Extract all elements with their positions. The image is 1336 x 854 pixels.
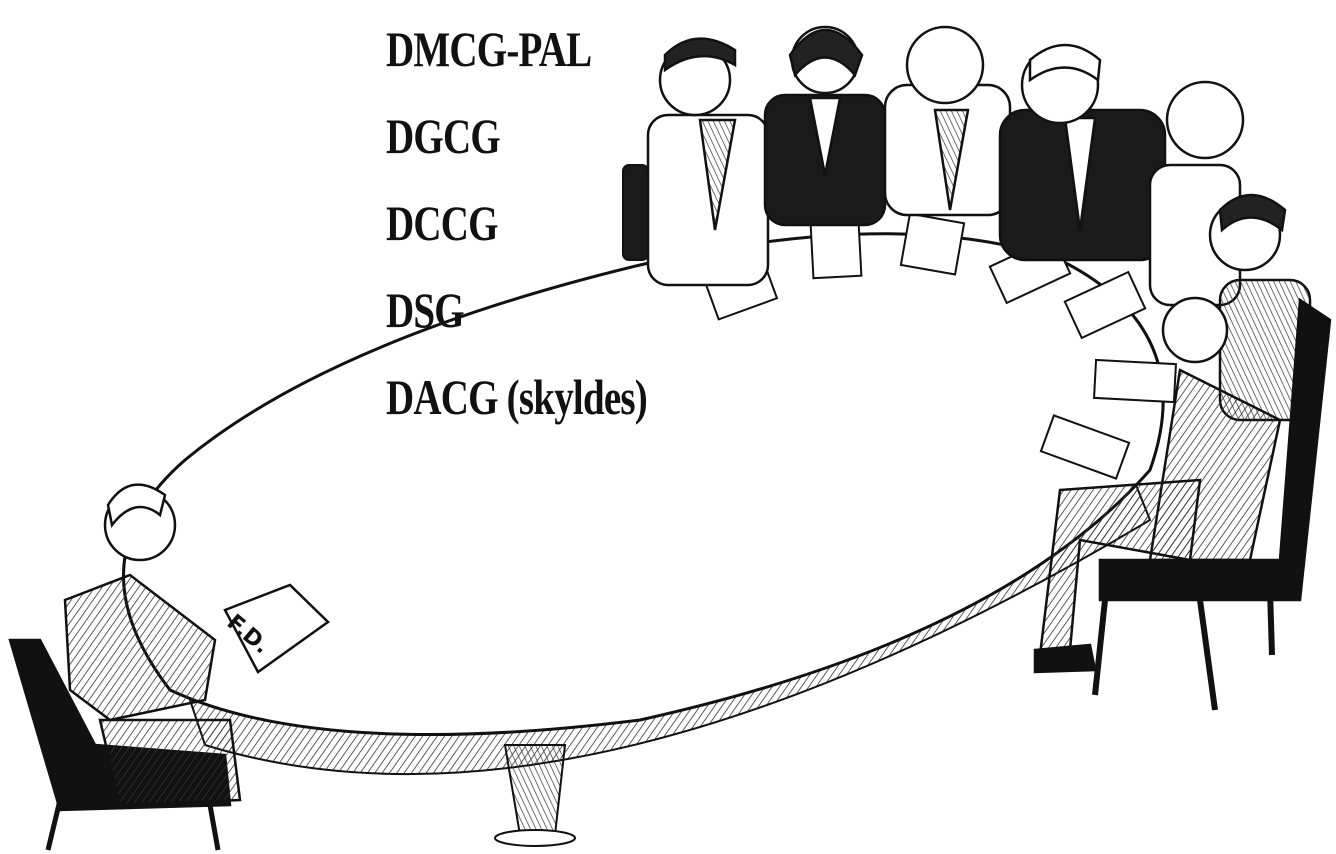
folder	[223, 583, 330, 674]
label-item: DGCG	[386, 108, 501, 164]
table-leg	[503, 744, 567, 836]
label-item: DCCG	[386, 195, 498, 251]
label-item: DACG (skyldes)	[386, 369, 648, 425]
label-item: DMCG-PAL	[386, 21, 592, 77]
empty-chair	[622, 164, 649, 261]
right-seated-man	[1033, 296, 1332, 711]
left-seated-man	[8, 483, 242, 851]
label-item: DSG	[386, 282, 465, 338]
table-top	[121, 232, 1165, 737]
people-back-row	[646, 25, 1312, 422]
label-list: DMCG-PAL DGCG DCCG DSG DACG (skyldes)	[386, 6, 648, 441]
